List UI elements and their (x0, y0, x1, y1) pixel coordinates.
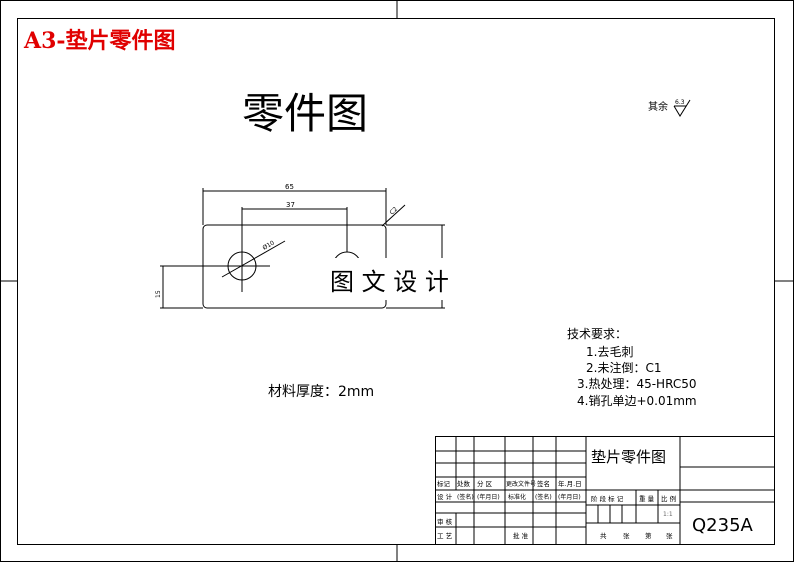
roughness-label: 其余 (648, 100, 668, 113)
inner-border (17, 18, 775, 545)
tb-part-name: 垫片零件图 (591, 448, 666, 466)
tech-item: 2.未注倒：C1 (586, 360, 661, 375)
tech-item: 3.热处理：45-HRC50 (577, 377, 696, 391)
dim-chamfer: C2 (388, 206, 399, 217)
tb-cell: 标记 (437, 479, 451, 488)
tb-ratio: 比 例 (661, 494, 676, 503)
tb-cell: 标准化 (508, 493, 526, 501)
tb-stage: 阶 段 标 记 (591, 494, 624, 503)
tb-cell: 处数 (457, 479, 471, 488)
tb-scale: 1:1 (663, 511, 673, 518)
dim-hole-spacing: 37 (286, 201, 295, 209)
material-note: 材料厚度：2mm (268, 384, 374, 400)
tb-cell: 分 区 (477, 479, 493, 488)
tb-review: 审 核 (437, 517, 453, 526)
tb-weight: 重 量 (639, 495, 655, 503)
tb-process: 工 艺 (437, 532, 453, 540)
dim-overall-width: 65 (285, 183, 294, 191)
tech-item: 1.去毛刺 (586, 345, 633, 359)
title-block-text: 标记 处数 分 区 更改文件号 签名 年.月.日 设 计 (签名) (年月日) … (437, 448, 754, 540)
tb-cell: (年月日) (558, 493, 581, 501)
tb-sheets: 第 (645, 531, 652, 540)
tb-cell: 签名 (537, 479, 550, 488)
tb-cell: (签名) (457, 493, 474, 501)
tb-cell: 年.月.日 (558, 479, 582, 488)
roughness-symbol: 其余 6.3 (648, 99, 691, 117)
tb-cell: 设 计 (437, 492, 453, 501)
tb-sheets: 张 (666, 531, 673, 540)
watermark: 图 文 设 计 (330, 268, 449, 296)
roughness-value: 6.3 (675, 99, 685, 106)
tech-heading: 技术要求： (567, 327, 627, 341)
tb-sheets: 张 (623, 531, 630, 540)
tb-approve: 批 准 (513, 531, 529, 540)
part-drawing (160, 188, 445, 309)
tb-cell: (年月日) (477, 493, 500, 501)
tech-item: 4.销孔单边+0.01mm (577, 394, 697, 408)
sheet-label: A3-垫片零件图 (23, 28, 176, 54)
tb-cell: (签名) (535, 493, 552, 501)
tb-cell: 更改文件号 (506, 480, 536, 488)
tech-requirements: 技术要求： 1.去毛刺 2.未注倒：C1 3.热处理：45-HRC50 4.销孔… (567, 327, 697, 408)
dim-hole-height: 15 (155, 290, 162, 298)
drawing-title: 零件图 (242, 89, 368, 138)
tb-sheets: 共 (600, 531, 607, 540)
tb-material: Q235A (692, 515, 754, 536)
title-block (435, 436, 775, 545)
